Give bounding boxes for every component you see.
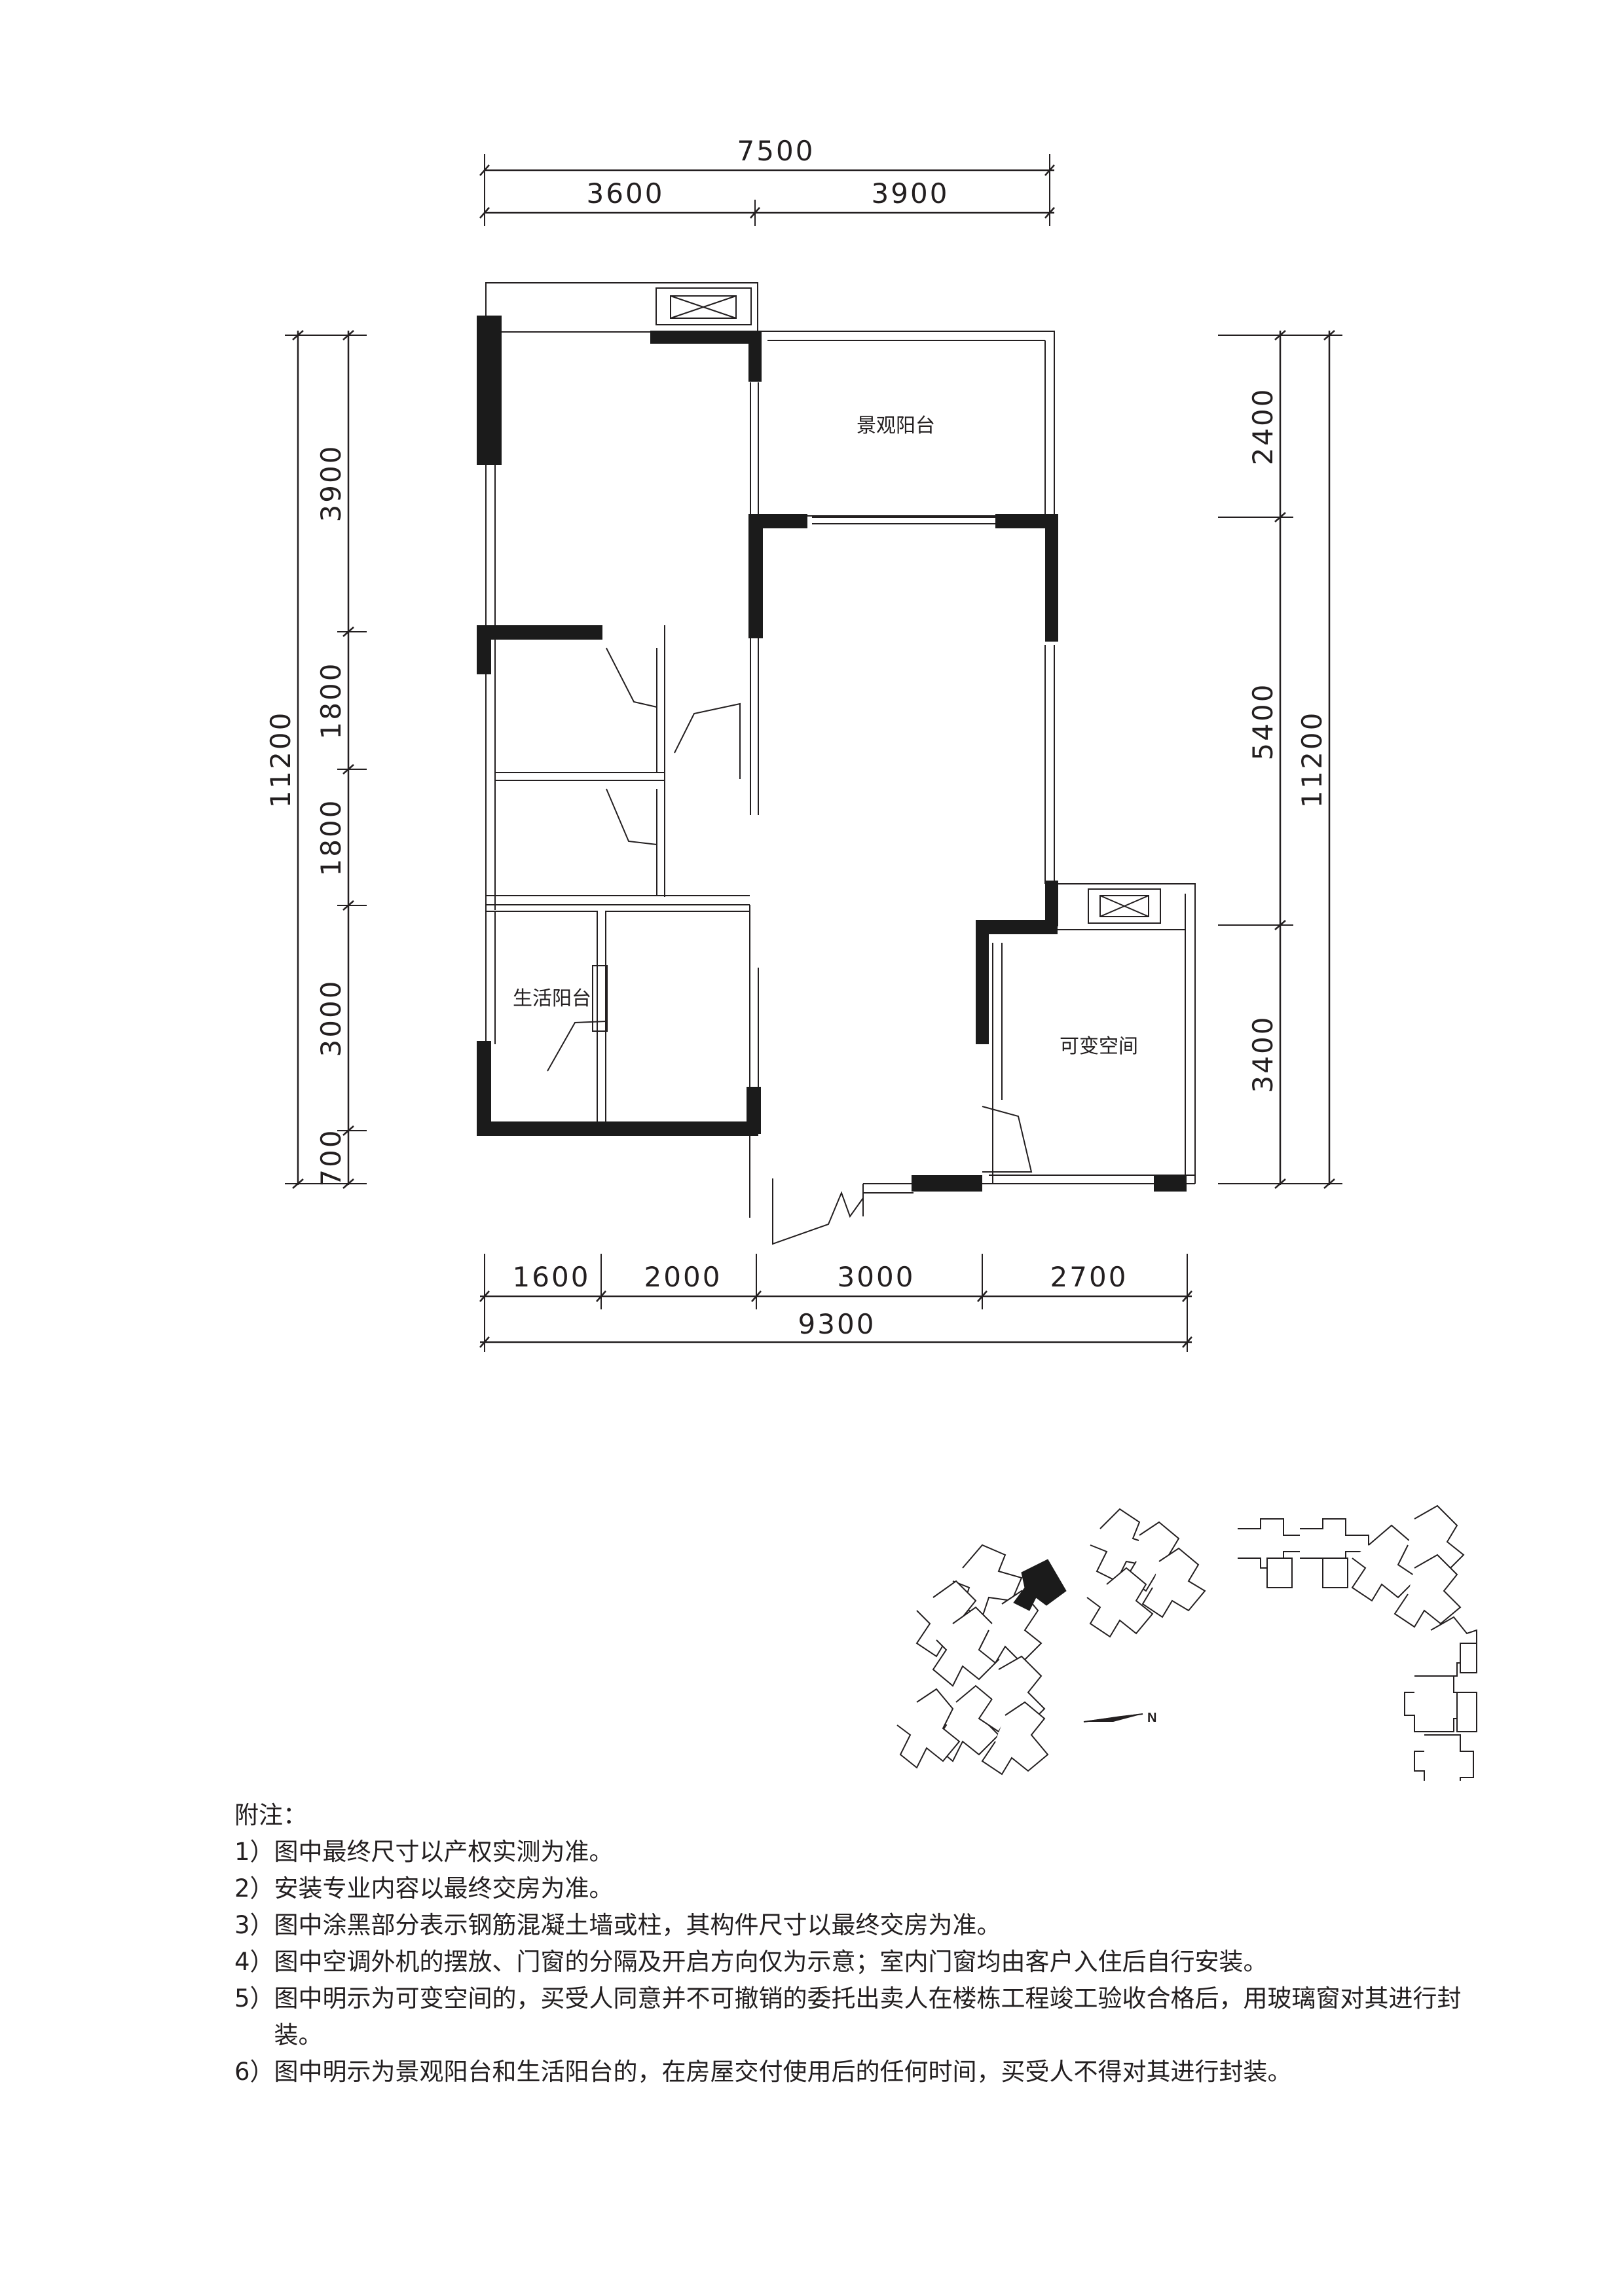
dim-bottom-1: 1600	[513, 1261, 591, 1293]
north-arrow-icon	[1083, 1713, 1143, 1722]
note-number: 2）	[234, 1874, 274, 1903]
note-item: 3） 图中涂黑部分表示钢筋混凝土墙或柱，其构件尺寸以最终交房为准。	[234, 1907, 1505, 1944]
site-key-plan: N	[896, 1504, 1477, 1781]
dim-left-3: 1800	[315, 799, 347, 877]
dim-top-total: 7500	[737, 135, 815, 167]
concrete-walls	[477, 316, 1187, 1192]
left-dimension-lines	[285, 330, 367, 1189]
dim-left-5: 700	[315, 1128, 347, 1186]
note-text: 图中明示为景观阳台和生活阳台的，在房屋交付使用后的任何时间，买受人不得对其进行封…	[274, 2058, 1292, 2086]
dim-right-total: 11200	[1296, 711, 1328, 809]
dim-top-right: 3900	[872, 177, 950, 210]
note-number: 4）	[234, 1948, 274, 1976]
floor-plan-drawing: 7500 3600 3900 11200 3900 1800 1800 3000…	[265, 135, 1477, 1781]
dim-right-2: 5400	[1247, 683, 1279, 761]
note-text: 安装专业内容以最终交房为准。	[274, 1874, 614, 1903]
dim-bottom-4: 2700	[1050, 1261, 1128, 1293]
note-text: 图中最终尺寸以产权实测为准。	[274, 1838, 614, 1866]
note-item: 4） 图中空调外机的摆放、门窗的分隔及开启方向仅为示意；室内门窗均由客户入住后自…	[234, 1944, 1505, 1980]
note-text: 图中空调外机的摆放、门窗的分隔及开启方向仅为示意；室内门窗均由客户入住后自行安装…	[274, 1948, 1268, 1976]
dim-left-1: 3900	[315, 445, 347, 522]
room-label-service-balcony: 生活阳台	[513, 987, 591, 1010]
top-dimension-lines	[479, 154, 1055, 226]
dim-left-2: 1800	[315, 662, 347, 740]
note-number: 1）	[234, 1838, 274, 1866]
dim-bottom-3: 3000	[838, 1261, 915, 1293]
dim-bottom-total: 9300	[798, 1308, 876, 1340]
north-label: N	[1147, 1711, 1156, 1725]
notes-heading: 附注：	[234, 1801, 307, 1829]
dim-right-1: 2400	[1247, 388, 1279, 465]
plan-outline	[485, 282, 1196, 1245]
dim-top-left: 3600	[587, 177, 665, 210]
dim-right-3: 3400	[1247, 1015, 1279, 1093]
note-text: 图中明示为可变空间的，买受人同意并不可撤销的委托出卖人在楼栋工程竣工验收合格后，…	[274, 1984, 1462, 2049]
note-item: 6） 图中明示为景观阳台和生活阳台的，在房屋交付使用后的任何时间，买受人不得对其…	[234, 2054, 1505, 2090]
note-text: 图中涂黑部分表示钢筋混凝土墙或柱，其构件尺寸以最终交房为准。	[274, 1911, 1001, 1939]
bottom-dimension-lines	[479, 1254, 1192, 1352]
notes-section: 附注： 1） 图中最终尺寸以产权实测为准。 2） 安装专业内容以最终交房为准。 …	[234, 1797, 1505, 2090]
note-item: 2） 安装专业内容以最终交房为准。	[234, 1870, 1505, 1907]
note-number: 3）	[234, 1911, 274, 1939]
note-item: 5） 图中明示为可变空间的，买受人同意并不可撤销的委托出卖人在楼栋工程竣工验收合…	[234, 1980, 1505, 2054]
note-number: 5）	[234, 1984, 274, 2013]
right-dimension-lines	[1218, 330, 1342, 1189]
room-label-landscape-balcony: 景观阳台	[857, 414, 935, 437]
note-number: 6）	[234, 2058, 274, 2086]
room-label-flexible-space: 可变空间	[1060, 1035, 1138, 1058]
dim-left-4: 3000	[315, 979, 347, 1057]
note-item: 1） 图中最终尺寸以产权实测为准。	[234, 1834, 1505, 1870]
dim-left-total: 11200	[265, 711, 297, 809]
current-unit-marker	[1013, 1559, 1067, 1611]
dim-bottom-2: 2000	[644, 1261, 722, 1293]
